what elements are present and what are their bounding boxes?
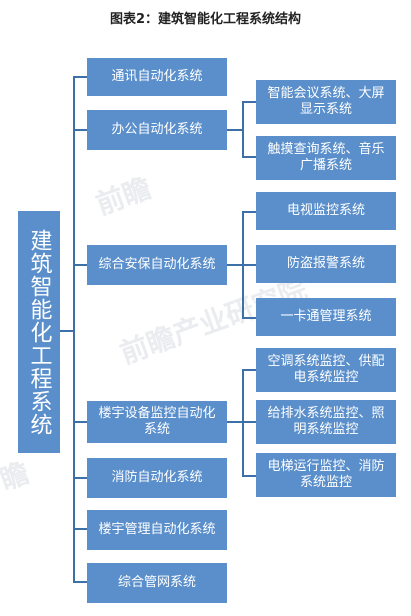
building-connector xyxy=(227,421,243,423)
node-touch-broadcast: 触摸查询系统、音乐广播系统 xyxy=(256,136,396,180)
security-connector xyxy=(227,264,243,266)
security-branch xyxy=(242,317,256,319)
level1-branch xyxy=(73,129,87,131)
office-branch xyxy=(242,156,256,158)
node-tv-monitoring: 电视监控系统 xyxy=(256,192,396,230)
node-building-management-automation: 楼宇管理自动化系统 xyxy=(87,510,227,550)
watermark: 瞻 xyxy=(0,456,34,497)
level1-branch xyxy=(73,264,87,266)
building-branch xyxy=(242,369,256,371)
node-building-equipment-automation: 楼宇设备监控自动化系统 xyxy=(87,401,227,443)
node-office-automation: 办公自动化系统 xyxy=(87,110,227,150)
node-hvac-power-monitoring: 空调系统监控、供配电系统监控 xyxy=(256,348,396,392)
level1-branch xyxy=(73,477,87,479)
node-elevator-fire-monitoring: 电梯运行监控、消防系统监控 xyxy=(256,453,396,497)
office-connector xyxy=(227,129,243,131)
watermark: 前瞻 xyxy=(91,171,156,222)
root-node: 建筑智能化工程系统 xyxy=(18,211,60,453)
node-card-management: 一卡通管理系统 xyxy=(256,298,396,336)
level1-branch xyxy=(73,528,87,530)
node-communication-automation: 通讯自动化系统 xyxy=(87,58,227,96)
node-security-automation: 综合安保自动化系统 xyxy=(87,245,227,285)
office-spine xyxy=(242,101,244,158)
level1-branch xyxy=(73,76,87,78)
node-water-lighting-monitoring: 给排水系统监控、照明系统监控 xyxy=(256,400,396,444)
building-branch xyxy=(242,475,256,477)
level1-branch xyxy=(73,421,87,423)
root-connector xyxy=(60,330,74,332)
building-spine xyxy=(242,369,244,477)
node-burglar-alarm: 防盗报警系统 xyxy=(256,245,396,283)
level1-branch xyxy=(73,581,87,583)
building-branch xyxy=(242,421,256,423)
node-meeting-display: 智能会议系统、大屏显示系统 xyxy=(256,80,396,124)
office-branch xyxy=(242,101,256,103)
page-title: 图表2：建筑智能化工程系统结构 xyxy=(109,12,302,27)
security-branch xyxy=(242,211,256,213)
node-integrated-pipe-network: 综合管网系统 xyxy=(87,563,227,603)
node-fire-automation: 消防自动化系统 xyxy=(87,458,227,498)
level1-spine xyxy=(73,76,75,582)
security-branch xyxy=(242,264,256,266)
